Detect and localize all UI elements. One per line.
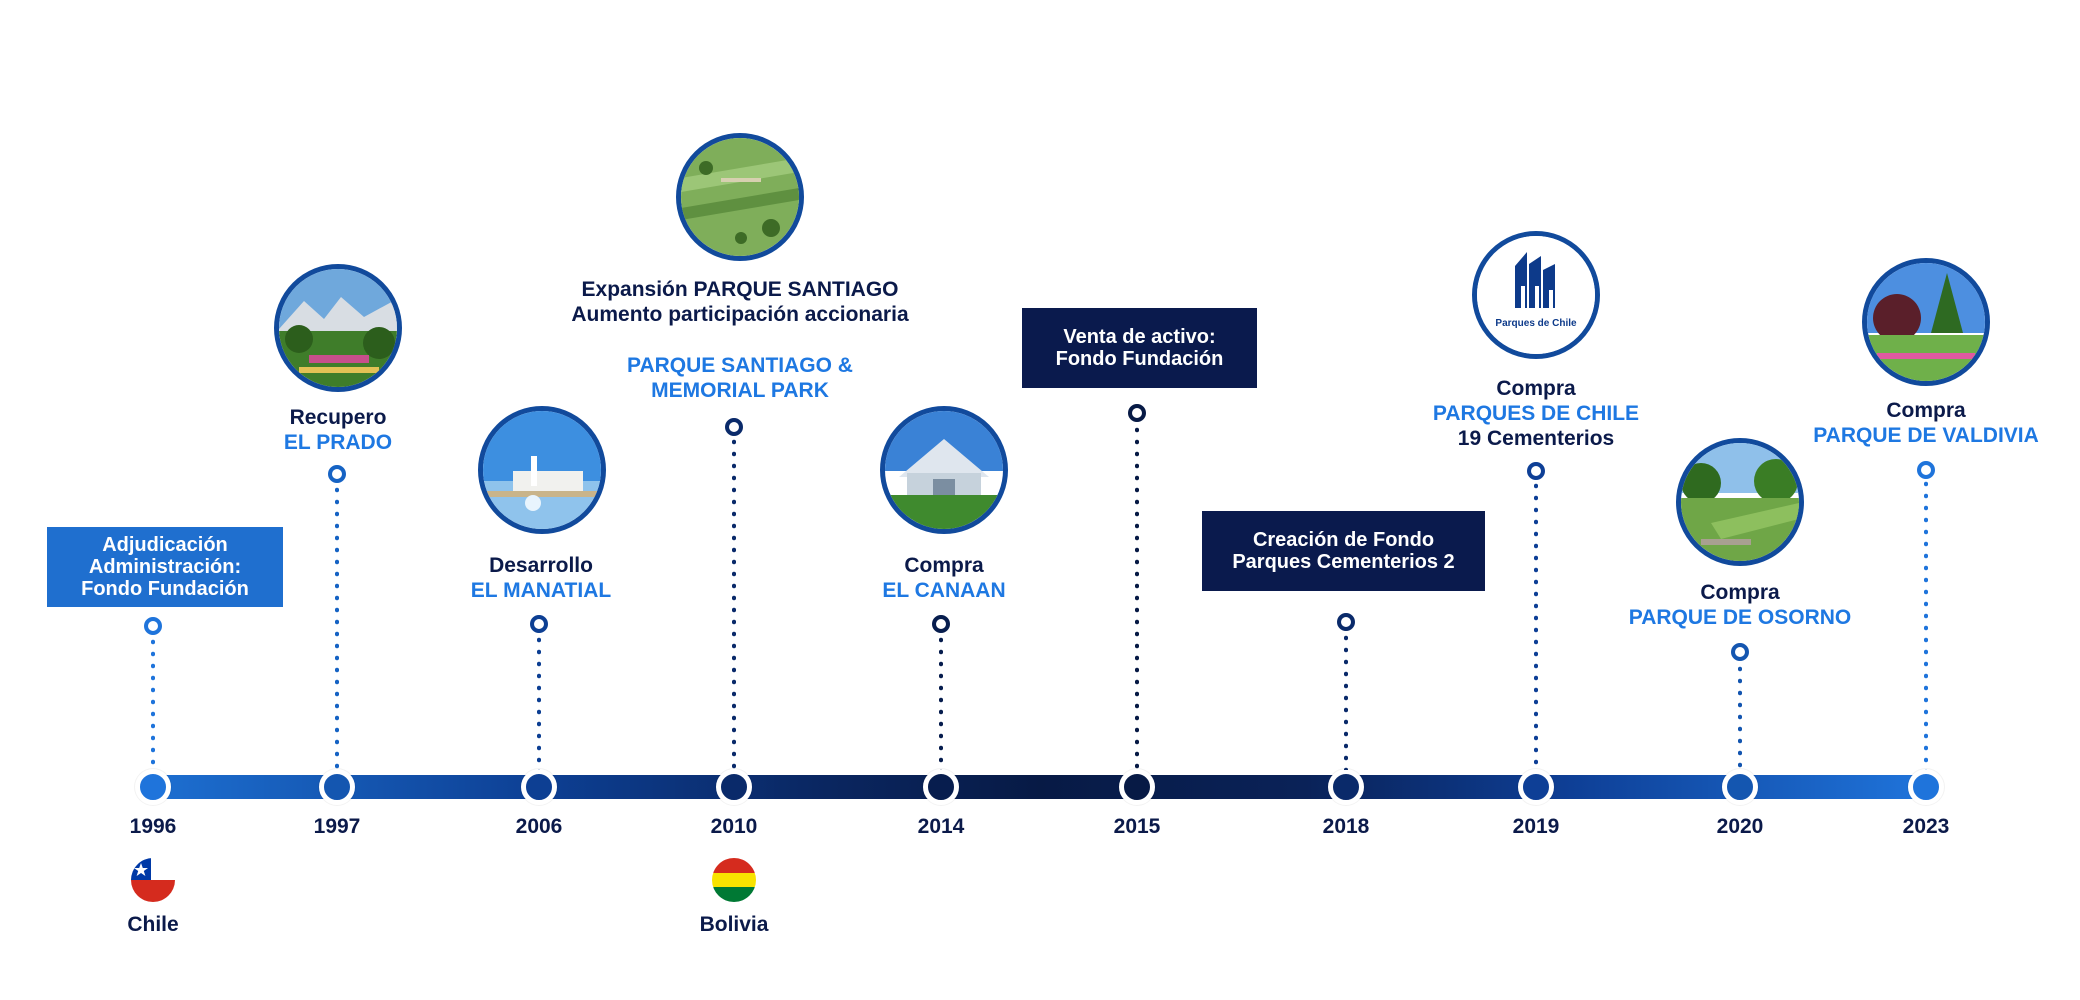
event-subtitle-2006: EL MANATIAL [470, 579, 612, 602]
event-box-line: Fondo Fundación [1055, 348, 1224, 370]
timeline-node-1996 [135, 769, 171, 805]
event-box-line: Creación de Fondo [1252, 529, 1435, 551]
timeline-axis [153, 775, 1926, 799]
year-label: 2019 [1512, 815, 1560, 838]
event-box-2015: Venta de activo: Fondo Fundación [1022, 308, 1257, 388]
marker-ring [725, 418, 743, 436]
connector-line [1738, 663, 1742, 770]
event-title-2010-line2: Aumento participación accionaria [571, 303, 909, 326]
event-subtitle-2019: PARQUES DE CHILE [1432, 402, 1640, 425]
event-box-line: Adjudicación [102, 534, 228, 556]
connector-line [1135, 424, 1139, 770]
marker-ring [932, 615, 950, 633]
timeline-node-2014 [923, 769, 959, 805]
event-title-1997: Recupero [289, 406, 387, 429]
connector-line [1534, 480, 1538, 770]
event-photo-1997 [274, 264, 402, 392]
parques-de-chile-logo-text: Parques de Chile [1495, 318, 1577, 329]
event-box-line: Fondo Fundación [81, 578, 249, 600]
event-photo-2020 [1676, 438, 1804, 566]
connector-line [939, 634, 943, 770]
event-title-2006: Desarrollo [489, 554, 593, 577]
connector-line [1924, 478, 1928, 770]
timeline-node-2023 [1908, 769, 1944, 805]
chile-flag-icon [131, 858, 175, 902]
event-photo-2014 [880, 406, 1008, 534]
event-title-2014: Compra [904, 554, 984, 577]
country-label-bolivia: Bolivia [699, 913, 769, 936]
timeline-node-2020 [1722, 769, 1758, 805]
event-title-2023: Compra [1886, 399, 1966, 422]
year-label: 2014 [917, 815, 965, 838]
marker-ring [328, 465, 346, 483]
event-photo-2010 [676, 133, 804, 261]
year-label: 2023 [1902, 815, 1950, 838]
marker-ring [1731, 643, 1749, 661]
event-title-2020: Compra [1700, 581, 1780, 604]
connector-line [732, 436, 736, 770]
year-label: 1997 [313, 815, 361, 838]
bolivia-flag-icon [712, 858, 756, 902]
marker-ring [1337, 613, 1355, 631]
marker-ring [1527, 462, 1545, 480]
timeline-node-2019 [1518, 769, 1554, 805]
timeline-node-2015 [1119, 769, 1155, 805]
event-photo-2006 [478, 406, 606, 534]
event-photo-2023 [1862, 258, 1990, 386]
event-detail-2019: 19 Cementerios [1457, 427, 1615, 450]
event-title-2019: Compra [1496, 377, 1576, 400]
marker-ring [1128, 404, 1146, 422]
event-subtitle-2010: PARQUE SANTIAGO & [627, 354, 853, 377]
event-subtitle-2020: PARQUE DE OSORNO [1628, 606, 1852, 629]
timeline-node-2006 [521, 769, 557, 805]
event-subtitle-2014: EL CANAAN [882, 579, 1006, 602]
year-label: 2010 [710, 815, 758, 838]
marker-ring [530, 615, 548, 633]
event-box-line: Venta de activo: [1063, 326, 1216, 348]
timeline-node-2010 [716, 769, 752, 805]
year-label: 2020 [1716, 815, 1764, 838]
connector-line [1344, 632, 1348, 770]
marker-ring [144, 617, 162, 635]
connector-line [537, 634, 541, 770]
country-label-chile: Chile [127, 913, 179, 936]
year-label: 2006 [515, 815, 563, 838]
event-box-line: Parques Cementerios 2 [1232, 551, 1455, 573]
year-label: 1996 [129, 815, 177, 838]
year-label: 2018 [1322, 815, 1370, 838]
connector-line [335, 484, 339, 770]
event-subtitle-2010-line2: MEMORIAL PARK [651, 379, 829, 402]
event-title-2010: Expansión PARQUE SANTIAGO [581, 278, 899, 301]
timeline-node-1997 [319, 769, 355, 805]
event-subtitle-1997: EL PRADO [283, 431, 393, 454]
connector-line [151, 636, 155, 770]
marker-ring [1917, 461, 1935, 479]
event-subtitle-2023: PARQUE DE VALDIVIA [1813, 424, 2039, 447]
timeline-node-2018 [1328, 769, 1364, 805]
year-label: 2015 [1113, 815, 1161, 838]
event-box-line: Administración: [88, 556, 242, 578]
event-box-2018: Creación de Fondo Parques Cementerios 2 [1202, 511, 1485, 591]
event-box-1996: Adjudicación Administración: Fondo Funda… [47, 527, 283, 607]
event-logo-2019: Parques de Chile [1472, 231, 1600, 359]
